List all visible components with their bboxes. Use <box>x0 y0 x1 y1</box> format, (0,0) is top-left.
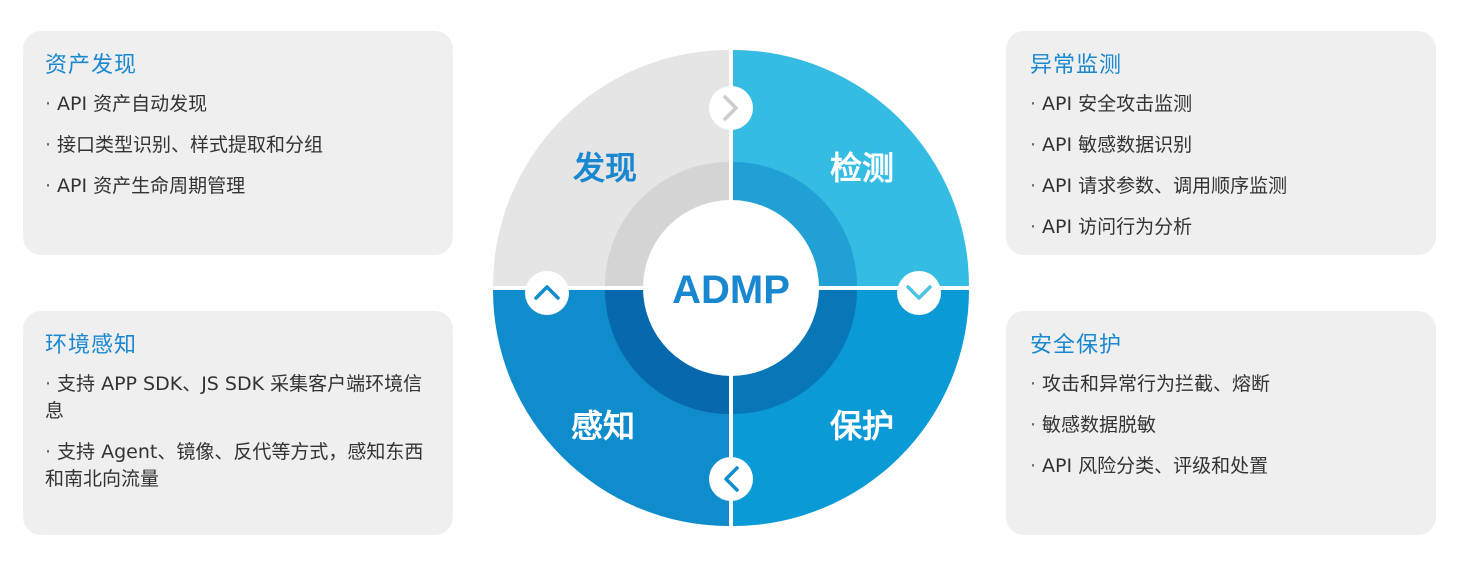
asset-discovery-panel: 资产发现 ·API 资产自动发现 ·接口类型识别、样式提取和分组 ·API 资产… <box>23 31 453 255</box>
admp-cycle-diagram: ADMP 发现 检测 感知 保护 <box>493 50 969 526</box>
chevron-right-icon <box>709 86 753 130</box>
chevron-down-icon <box>897 271 941 315</box>
list-item: ·API 资产生命周期管理 <box>45 175 246 197</box>
list-item: ·攻击和异常行为拦截、熔断 <box>1030 373 1271 395</box>
asset-discovery-title: 资产发现 <box>45 53 138 78</box>
list-item: ·API 安全攻击监测 <box>1030 93 1193 115</box>
list-item: ·API 风险分类、评级和处置 <box>1030 455 1269 477</box>
chevron-left-icon <box>709 457 753 501</box>
list-item: ·支持 APP SDK、JS SDK 采集客户端环境信息 <box>45 373 423 422</box>
anomaly-detection-title: 异常监测 <box>1030 53 1123 78</box>
center-circle <box>643 200 819 376</box>
env-sensing-title: 环境感知 <box>45 333 138 358</box>
center-label: ADMP <box>672 268 790 312</box>
list-item: ·API 资产自动发现 <box>45 93 208 115</box>
detect-label: 检测 <box>830 149 894 187</box>
security-protection-title: 安全保护 <box>1030 333 1123 358</box>
security-protection-panel: 安全保护 ·攻击和异常行为拦截、熔断 ·敏感数据脱敏 ·API 风险分类、评级和… <box>1006 311 1436 535</box>
list-item: ·接口类型识别、样式提取和分组 <box>45 134 324 156</box>
list-item: ·API 请求参数、调用顺序监测 <box>1030 175 1288 197</box>
anomaly-detection-panel: 异常监测 ·API 安全攻击监测 ·API 敏感数据识别 ·API 请求参数、调… <box>1006 31 1436 255</box>
protect-label: 保护 <box>830 407 894 445</box>
sense-label: 感知 <box>571 407 635 445</box>
list-item: ·API 敏感数据识别 <box>1030 134 1193 156</box>
chevron-up-icon <box>525 271 569 315</box>
list-item: ·API 访问行为分析 <box>1030 216 1193 238</box>
env-sensing-panel: 环境感知 ·支持 APP SDK、JS SDK 采集客户端环境信息 ·支持 Ag… <box>23 311 453 535</box>
list-item: ·敏感数据脱敏 <box>1030 414 1157 436</box>
discover-label: 发现 <box>573 149 637 187</box>
list-item: ·支持 Agent、镜像、反代等方式，感知东西和南北向流量 <box>45 441 424 490</box>
